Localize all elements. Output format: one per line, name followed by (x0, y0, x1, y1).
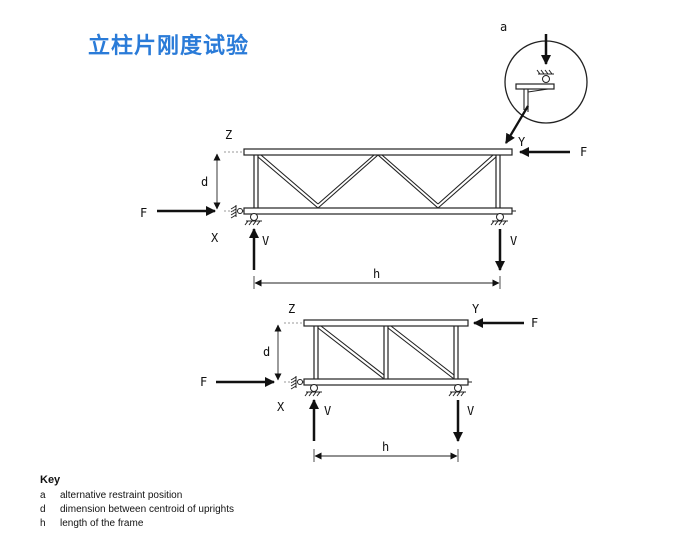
lower-label-x: X (277, 400, 285, 414)
upper-frame (238, 148, 516, 215)
lower-right-roller (448, 384, 466, 397)
lower-label-d: d (263, 345, 270, 359)
upper-label-z: Z (225, 128, 232, 142)
key-item-text: alternative restraint position (60, 490, 183, 501)
lower-frame-top-chord (303, 319, 469, 327)
key-item: h length of the frame (40, 517, 234, 531)
key-item: d dimension between centroid of uprights (40, 503, 234, 517)
diagram-title: 立柱片刚度试验 (88, 34, 250, 59)
upper-label-y: Y (518, 135, 526, 149)
upper-label-f-right: F (580, 145, 587, 159)
lower-label-y: Y (472, 302, 480, 316)
upper-left-roller (244, 213, 262, 226)
upper-right-roller (490, 213, 508, 226)
key-item-text: length of the frame (60, 518, 144, 529)
upper-label-h: h (373, 267, 380, 281)
upper-frame-top-chord (243, 148, 513, 156)
upper-frame-bottom-chord (243, 207, 513, 215)
lower-label-f-left: F (200, 375, 207, 389)
lower-frame-bottom-chord (303, 378, 469, 386)
lower-label-v-left: V (324, 404, 331, 418)
upper-pin-support (230, 205, 243, 219)
alternative-restraint-inset: a (500, 20, 588, 144)
key-legend: Key a alternative restraint position d dim… (40, 474, 234, 531)
lower-label-f-right: F (531, 316, 538, 330)
upper-label-f-left: F (140, 206, 147, 220)
key-title: Key (40, 474, 61, 486)
lower-label-h: h (382, 440, 389, 454)
lower-label-z: Z (288, 302, 295, 316)
key-item-letter: d (40, 504, 46, 515)
lower-label-v-right: V (467, 404, 474, 418)
inset-pointer-arrow (505, 105, 529, 144)
lower-frame (298, 319, 472, 386)
lower-left-roller (304, 384, 322, 397)
key-item-letter: a (40, 490, 46, 501)
key-item-letter: h (40, 518, 46, 529)
upper-label-d: d (201, 175, 208, 189)
inset-label-a: a (500, 20, 507, 34)
upper-label-v-right: V (510, 234, 517, 248)
upper-label-x: X (211, 231, 219, 245)
upper-label-v-left: V (262, 234, 269, 248)
key-item-text: dimension between centroid of uprights (60, 504, 234, 515)
lower-pin-support (290, 376, 303, 390)
key-item: a alternative restraint position (40, 489, 234, 503)
